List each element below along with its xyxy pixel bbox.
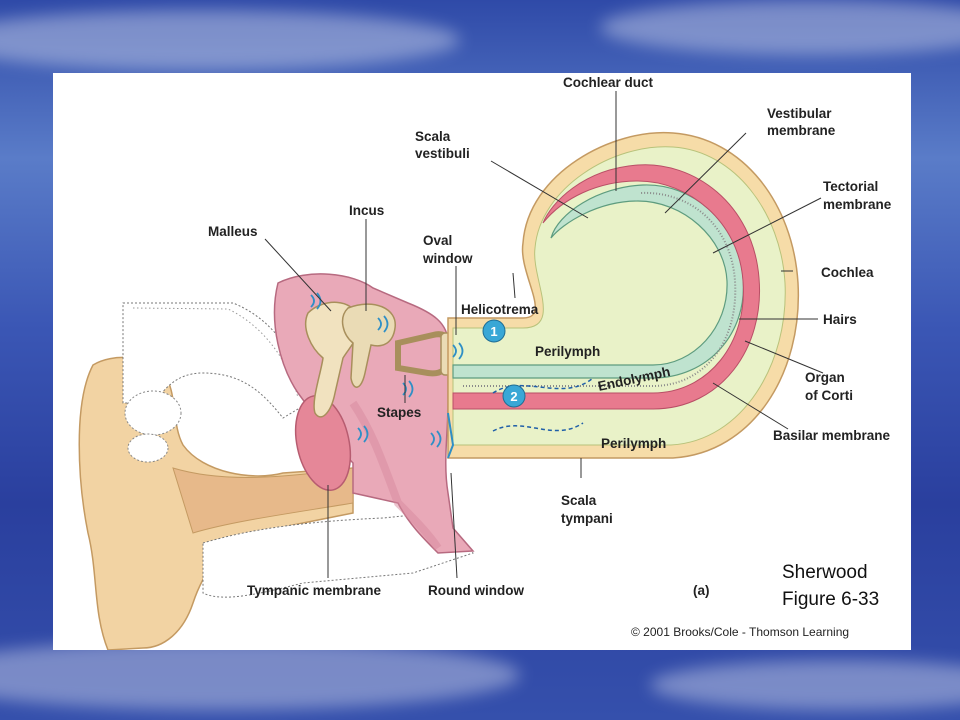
label-basilar-membrane: Basilar membrane	[773, 428, 891, 443]
label-incus: Incus	[349, 203, 384, 218]
label-scala-tympani-2: tympani	[561, 511, 613, 526]
figure-card: 1 2 Cochlear duct Vestibular membrane Sc…	[53, 73, 911, 650]
label-oval-window-2: window	[422, 251, 473, 266]
label-tympanic-membrane: Tympanic membrane	[247, 583, 382, 598]
label-organ-of-corti-2: of Corti	[805, 388, 853, 403]
incus-bone	[341, 303, 396, 388]
tympanic-membrane	[294, 394, 352, 492]
svg-text:1: 1	[490, 324, 497, 339]
credit-figure: Figure 6-33	[782, 589, 879, 610]
label-organ-of-corti-1: Organ	[805, 370, 845, 385]
credit-author: Sherwood	[782, 562, 868, 583]
step-marker-1: 1	[482, 319, 506, 343]
leader-lines	[264, 91, 824, 579]
label-vestibular-membrane-1: Vestibular	[767, 106, 832, 121]
basilar-membrane-strip	[452, 164, 761, 410]
round-window	[447, 412, 455, 459]
label-cochlear-duct: Cochlear duct	[563, 75, 654, 90]
label-hairs: Hairs	[823, 312, 857, 327]
label-scala-vestibuli-2: vestibuli	[415, 146, 470, 161]
label-scala-tympani-1: Scala	[561, 493, 597, 508]
ear-diagram: 1 2 Cochlear duct Vestibular membrane Sc…	[78, 75, 892, 650]
label-malleus: Malleus	[208, 224, 258, 239]
panel-letter: (a)	[693, 583, 710, 598]
label-stapes: Stapes	[377, 405, 421, 420]
credit-copyright: © 2001 Brooks/Cole - Thomson Learning	[631, 625, 849, 639]
svg-text:2: 2	[510, 389, 517, 404]
label-perilymph-lower: Perilymph	[601, 436, 666, 451]
label-oval-window-1: Oval	[423, 233, 452, 248]
label-vestibular-membrane-2: membrane	[767, 123, 836, 138]
label-helicotrema: Helicotrema	[461, 302, 539, 317]
label-tectorial-membrane-2: membrane	[823, 197, 892, 212]
temporal-bone-upper	[122, 302, 309, 419]
label-tectorial-membrane-1: Tectorial	[823, 179, 878, 194]
label-perilymph-upper: Perilymph	[535, 344, 600, 359]
label-cochlea: Cochlea	[821, 265, 874, 280]
label-round-window: Round window	[428, 583, 524, 598]
label-scala-vestibuli-1: Scala	[415, 129, 451, 144]
step-marker-2: 2	[502, 384, 526, 408]
